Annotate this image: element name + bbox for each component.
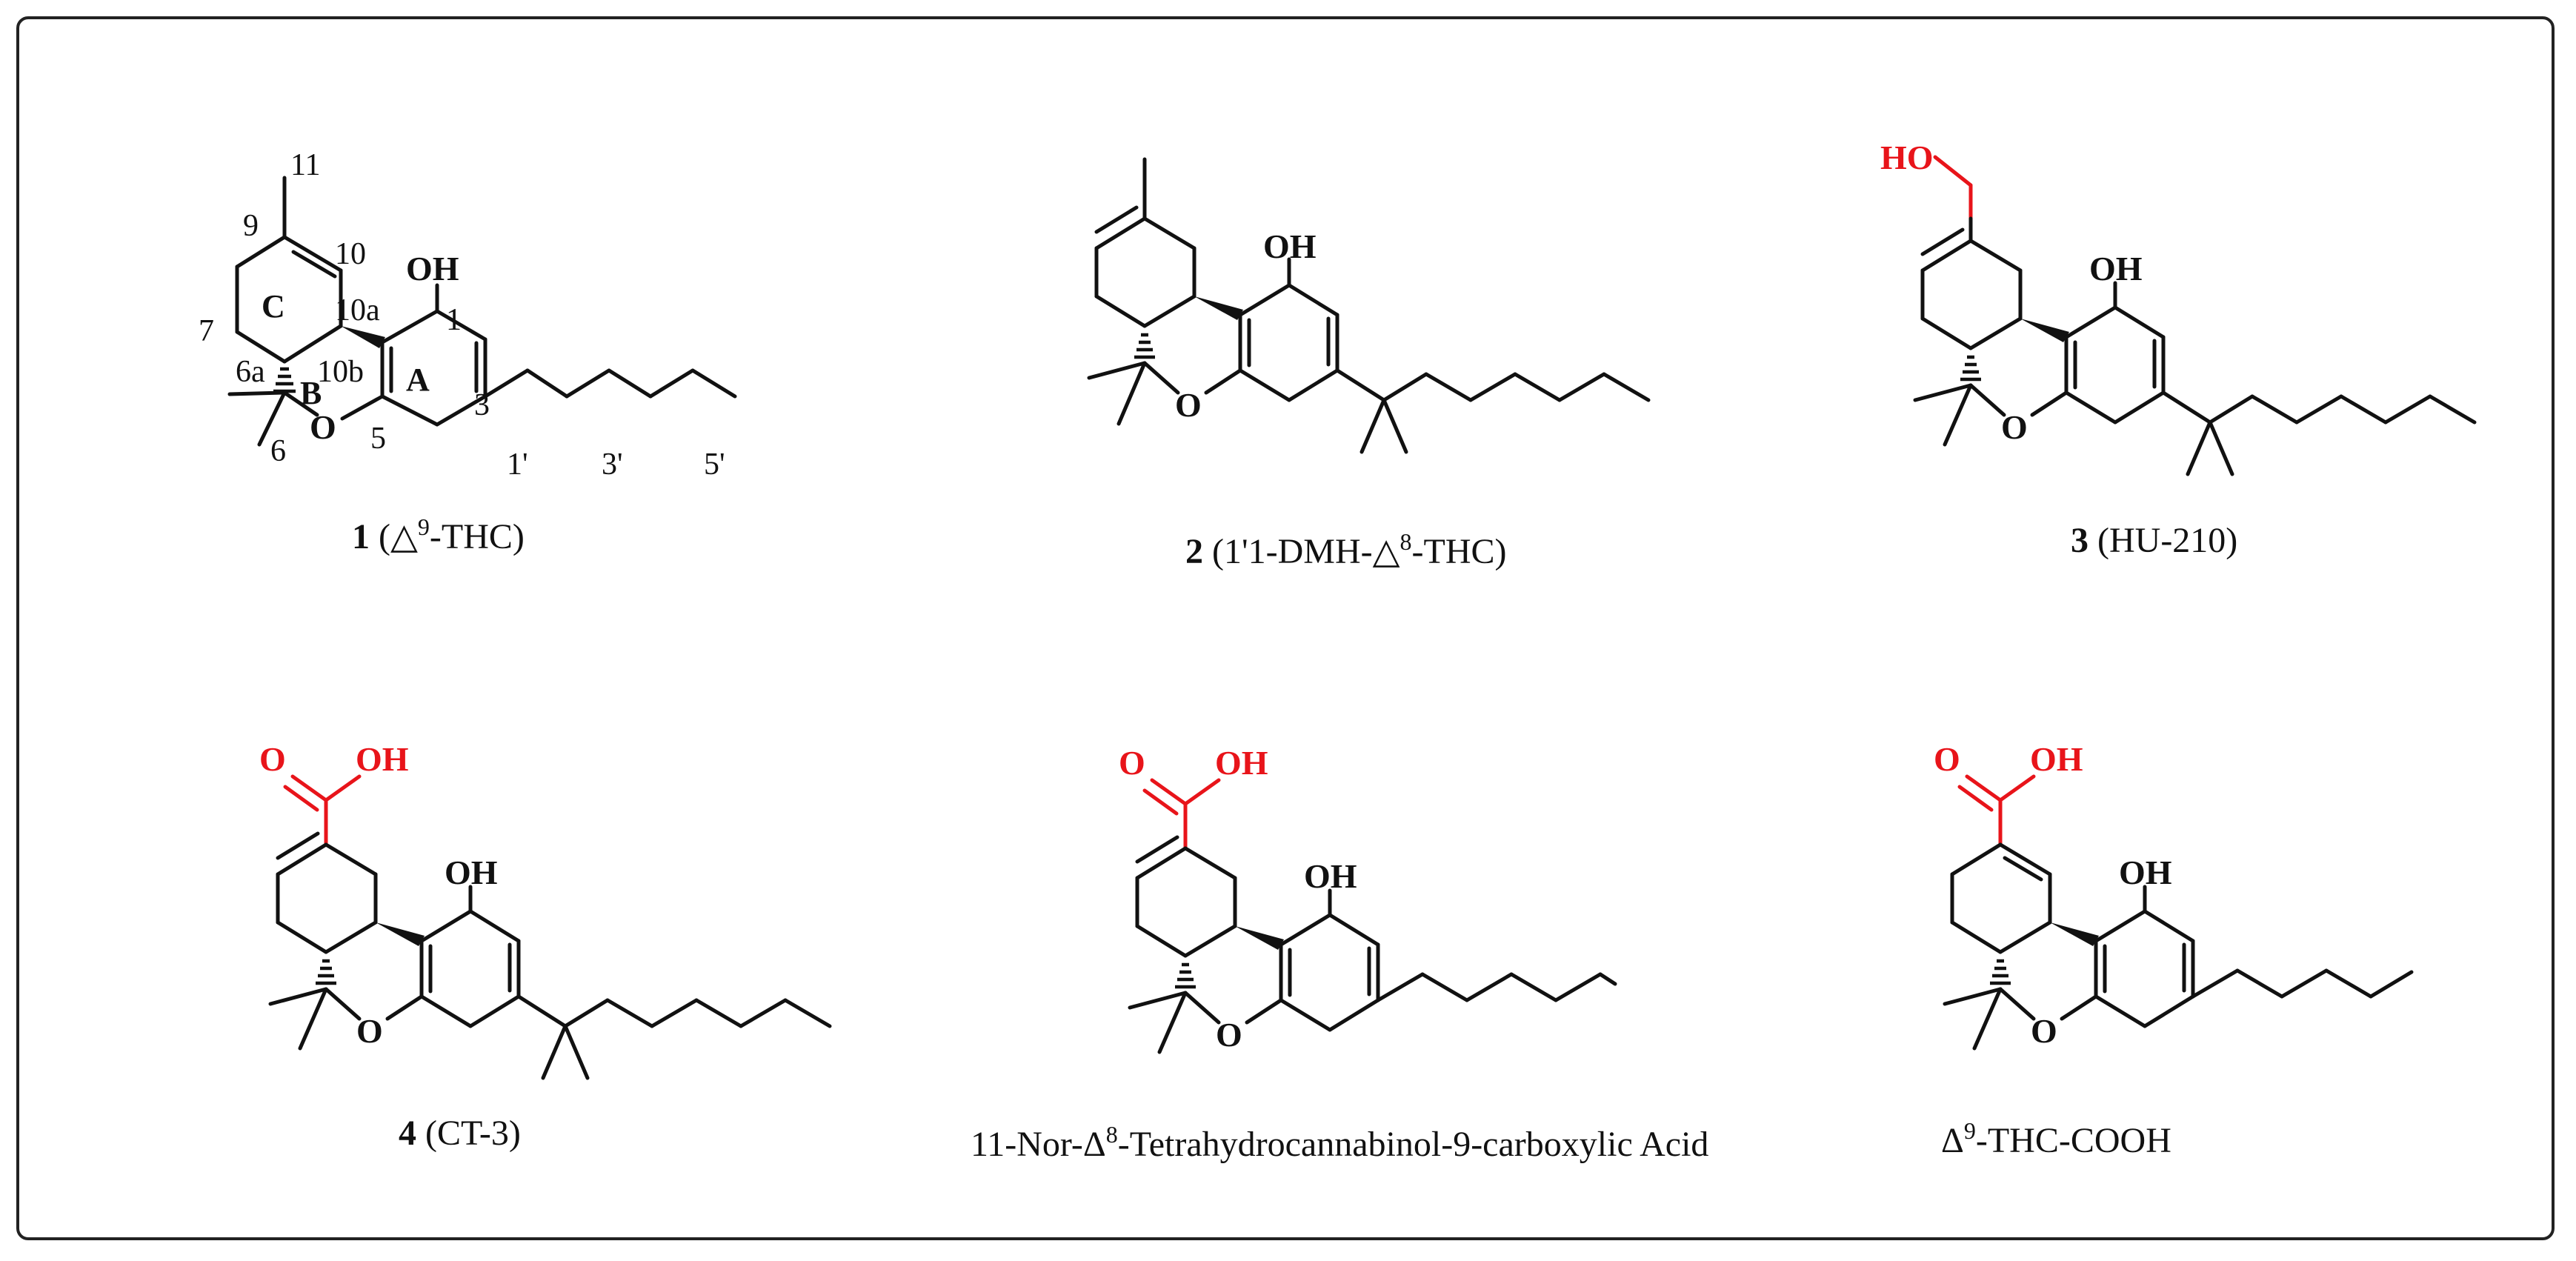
ring-oxygen-label: O (2001, 408, 2028, 446)
ring-a-label: A (406, 362, 430, 398)
atom-number-3: 3 (474, 388, 490, 422)
atom-number-3-prime: 3' (602, 447, 623, 482)
atom-number-5: 5 (370, 422, 386, 456)
compound-6-caption: Δ9-THC-COOH (1941, 1117, 2171, 1160)
compound-1-caption: 1 (△9-THC) (352, 513, 525, 556)
atom-number-7: 7 (199, 314, 214, 348)
hydroxyl-label: OH (2119, 854, 2172, 891)
figure-frame (16, 16, 2555, 1240)
compound-3-caption: 3 (HU-210) (2071, 521, 2237, 560)
hydroxyl-label: OH (2089, 250, 2143, 287)
atom-number-1: 1 (446, 303, 462, 337)
atom-number-9: 9 (243, 209, 259, 243)
hydroxymethyl-label: HO (1880, 139, 1934, 176)
ring-oxygen-label: O (1216, 1016, 1242, 1054)
hydroxyl-label: OH (445, 854, 498, 891)
compound-5-caption: 11-Nor-Δ8-Tetrahydrocannabinol-9-carboxy… (971, 1121, 1708, 1164)
hydroxyl-label: OH (406, 250, 459, 287)
acid-hydroxyl-label: OH (2030, 740, 2083, 778)
atom-number-10: 10 (335, 237, 366, 271)
compound-4-structure: O OH OH O (259, 740, 832, 1080)
atom-number-6: 6 (270, 434, 286, 468)
atom-number-10b: 10b (317, 355, 364, 389)
compound-3-structure: HO OH O (1880, 139, 2477, 476)
acid-hydroxyl-label: OH (1215, 744, 1268, 782)
atom-number-11: 11 (290, 148, 320, 182)
atom-number-6a: 6a (236, 355, 265, 389)
ring-oxygen-label: O (356, 1012, 383, 1050)
atom-number-1-prime: 1' (507, 447, 528, 482)
compound-6-structure: O OH OH O (1934, 740, 2414, 1051)
ring-oxygen-label: O (310, 408, 336, 446)
ring-b-label: B (300, 375, 322, 411)
hydroxyl-label: OH (1263, 227, 1317, 265)
compound-2-structure: OH O (1087, 157, 1651, 454)
compound-4-caption: 4 (CT-3) (399, 1114, 521, 1153)
acid-carbonyl-o-label: O (1119, 744, 1145, 782)
ring-oxygen-label: O (2031, 1012, 2057, 1050)
acid-carbonyl-o-label: O (259, 740, 286, 778)
atom-number-10a: 10a (335, 293, 380, 327)
compound-5-structure: O OH OH O (1119, 744, 1617, 1054)
hydroxyl-label: OH (1304, 857, 1357, 895)
ring-c-label: C (262, 288, 285, 325)
compound-2-caption: 2 (1'1-DMH-△8-THC) (1185, 528, 1507, 571)
compound-1-structure: OH O C B A 11 9 10 10a 1 7 6a 10b 3 6 5 … (199, 148, 737, 482)
acid-carbonyl-o-label: O (1934, 740, 1960, 778)
acid-hydroxyl-label: OH (356, 740, 409, 778)
atom-number-5-prime: 5' (704, 447, 725, 482)
ring-oxygen-label: O (1175, 386, 1202, 424)
